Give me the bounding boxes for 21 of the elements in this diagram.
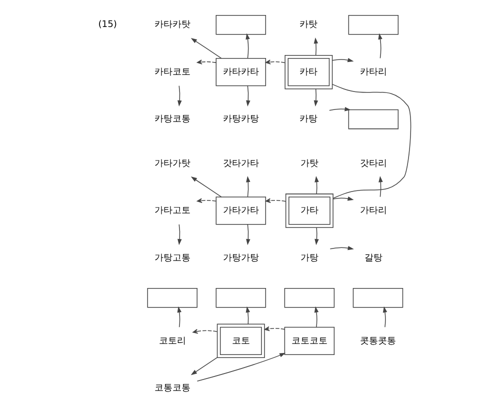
node-text: 가타고토 [154,206,190,216]
node-text: 갓타가타 [222,158,258,169]
node-text: 코토리 [158,336,186,346]
node-text: 가탕 [300,253,318,264]
node-text: 카탓 [299,20,318,30]
node-text: 콧통콧통 [359,336,396,346]
node-text: 갓타리 [359,158,386,169]
node-text: 갈탕 [364,253,382,264]
node-text: 가탓 [300,158,318,169]
node-text: 가타리 [359,206,386,216]
node-text: 카타코토 [154,67,190,78]
node-text: 카탕카탕 [222,114,258,125]
node-text: 코통코통 [154,384,190,394]
node-text: 가타가탓 [154,158,190,169]
node-text: 가탕가탕 [222,253,258,264]
node-text: 카탕코통 [154,114,190,125]
node-text: 카타리 [359,67,386,78]
node-text: 카탕 [299,114,318,125]
label: (15) [98,20,116,30]
node-text: 가탕고통 [154,253,190,264]
node-text: 카타카탓 [154,20,190,30]
